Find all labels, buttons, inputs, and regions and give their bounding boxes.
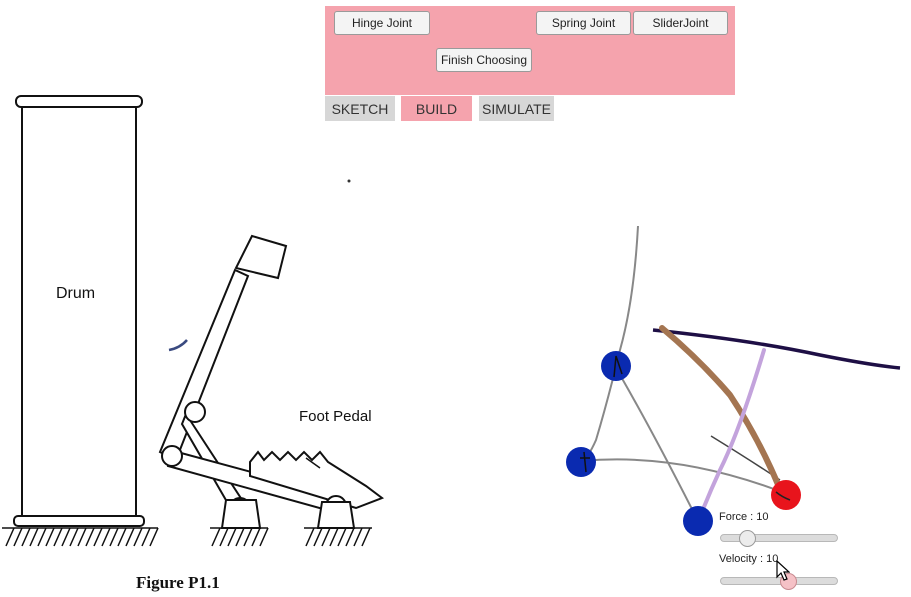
slider-joint-button[interactable]: SliderJoint — [633, 11, 728, 35]
finish-choosing-button[interactable]: Finish Choosing — [436, 48, 532, 72]
lever-link — [158, 234, 288, 462]
stray-stroke — [168, 339, 188, 352]
drum-label: Drum — [56, 285, 95, 302]
active-node[interactable] — [771, 480, 801, 510]
joint-nodes — [566, 351, 801, 536]
drum — [13, 95, 145, 527]
dark-horizontal-stroke — [652, 328, 901, 370]
gray-stroke-top — [581, 225, 639, 462]
brown-stroke — [659, 325, 785, 497]
force-slider-thumb[interactable] — [739, 530, 756, 547]
mouse-pointer-icon — [776, 560, 790, 581]
gray-stroke-bottom — [581, 458, 788, 495]
hinge-node[interactable] — [601, 351, 631, 381]
textbook-figure: Drum — [2, 95, 385, 592]
pedal-pointer — [305, 457, 321, 469]
hinge-node[interactable] — [683, 506, 713, 536]
stray-dot — [347, 179, 351, 183]
lilac-stroke — [696, 348, 766, 524]
foot-pedal-label: Foot Pedal — [299, 408, 372, 425]
foot-pedal — [249, 450, 385, 510]
gray-stroke-diag — [615, 367, 698, 520]
joint-toolbar: Hinge Joint Spring Joint SliderJoint Fin… — [325, 6, 735, 95]
force-label: Force : 10 — [719, 511, 769, 523]
tab-sketch[interactable]: SKETCH — [325, 96, 395, 121]
ground — [2, 527, 372, 547]
hinge-joint-button[interactable]: Hinge Joint — [334, 11, 430, 35]
user-sketch — [581, 225, 901, 524]
tab-build[interactable]: BUILD — [401, 96, 472, 121]
force-slider-track[interactable] — [720, 534, 838, 542]
figure-caption: Figure P1.1 — [136, 573, 220, 592]
spring-joint-button[interactable]: Spring Joint — [536, 11, 631, 35]
velocity-label: Velocity : 10 — [719, 553, 779, 565]
hinge-node[interactable] — [566, 447, 596, 477]
pivots — [161, 401, 356, 529]
tab-simulate[interactable]: SIMULATE — [479, 96, 554, 121]
velocity-slider-track[interactable] — [720, 577, 838, 585]
